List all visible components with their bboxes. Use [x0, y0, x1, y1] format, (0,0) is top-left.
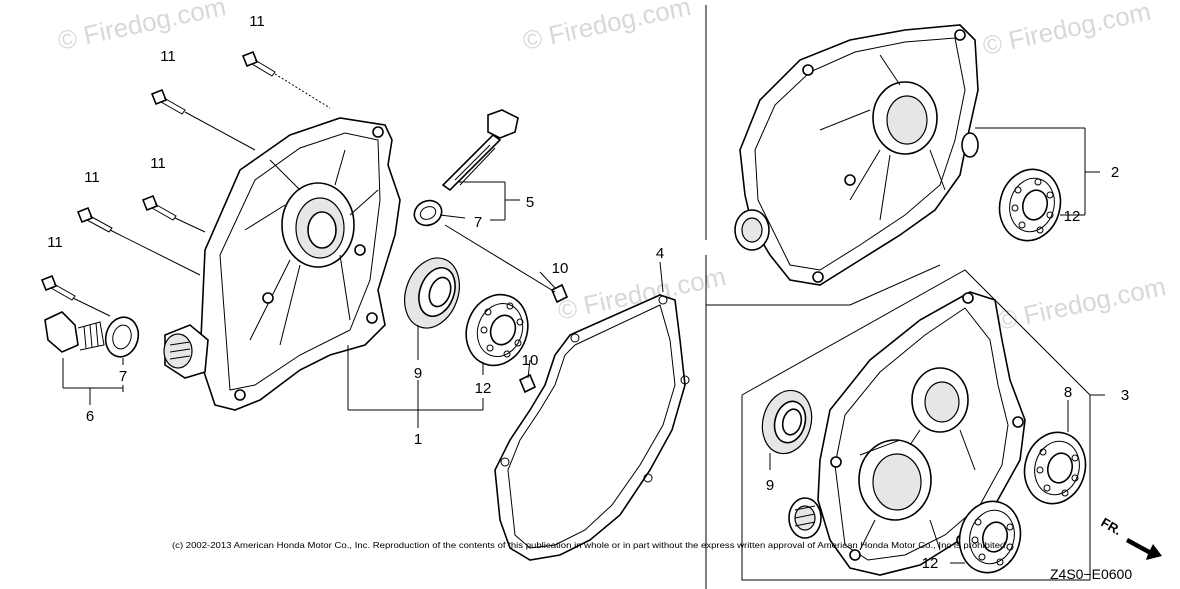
- o-ring-upper: [413, 199, 443, 227]
- oil-seal-bottom-right: [761, 389, 813, 455]
- ball-bearing-bottom-right-lower: [958, 500, 1022, 574]
- callout-11: 11: [160, 48, 176, 65]
- gasket: [494, 294, 690, 561]
- watermark: © Firedog.com: [520, 0, 693, 56]
- dowel-pin-lower: [518, 373, 537, 394]
- callout-4: 4: [656, 245, 664, 262]
- front-label: FR.: [1099, 515, 1125, 538]
- callout-1: 1: [414, 431, 422, 448]
- callout-11: 11: [249, 13, 265, 30]
- callout-11: 11: [47, 234, 63, 251]
- callout-9: 9: [414, 365, 422, 382]
- crankcase-cover-top-right: [734, 24, 979, 286]
- callout-2: 2: [1111, 164, 1119, 181]
- callout-12: 12: [1064, 208, 1081, 225]
- flange-bolt: [241, 50, 276, 77]
- o-ring-lower: [104, 316, 140, 358]
- callout-7: 7: [119, 368, 127, 385]
- watermark: © Firedog.com: [55, 0, 228, 56]
- callout-7: 7: [474, 214, 482, 231]
- callout-9: 9: [766, 477, 774, 494]
- copyright-notice: (c) 2002-2013 American Honda Motor Co., …: [172, 540, 1008, 550]
- callout-10: 10: [552, 260, 569, 277]
- callout-11: 11: [84, 169, 100, 186]
- front-direction-indicator: FR.: [1099, 515, 1162, 560]
- watermark: © Firedog.com: [980, 0, 1153, 61]
- leader-lines-bottom-right: [769, 394, 1105, 564]
- callout-12: 12: [922, 555, 939, 572]
- crankcase-cover-assembly: [163, 117, 401, 411]
- front-arrow-icon: [1126, 538, 1162, 560]
- dowel-pin-upper: [550, 283, 569, 304]
- callout-6: 6: [86, 408, 94, 425]
- callout-8: 8: [1064, 384, 1072, 401]
- panel-dividers: [705, 5, 941, 589]
- flange-bolt: [141, 194, 177, 221]
- callout-11: 11: [150, 155, 166, 172]
- flange-bolts: [40, 50, 276, 301]
- oil-filler-cap: [44, 311, 105, 353]
- crankcase-cover-bottom-right: [788, 291, 1026, 576]
- callout-3: 3: [1121, 387, 1129, 404]
- flange-bolt: [150, 88, 186, 115]
- ball-bearing-bottom-right-upper: [1023, 431, 1087, 505]
- flange-bolt: [40, 274, 76, 301]
- callout-10: 10: [522, 352, 539, 369]
- leader-lines-left: [62, 73, 664, 428]
- diagram-code: Z4S0−E0600: [1050, 566, 1132, 582]
- callout-12: 12: [475, 380, 492, 397]
- ball-bearing-top-right: [998, 168, 1062, 242]
- oil-level-gauge: [441, 109, 519, 192]
- bottom-right-frame: [741, 269, 1091, 581]
- callout-5: 5: [526, 194, 534, 211]
- flange-bolt: [76, 206, 113, 233]
- ball-bearing-left: [465, 293, 529, 367]
- leader-lines-top-right: [975, 127, 1100, 216]
- callouts: 11 11 11 11 11 5 7 10 10 4 9 12 1 7 6 2 …: [47, 13, 1129, 572]
- oil-seal-left: [404, 257, 460, 329]
